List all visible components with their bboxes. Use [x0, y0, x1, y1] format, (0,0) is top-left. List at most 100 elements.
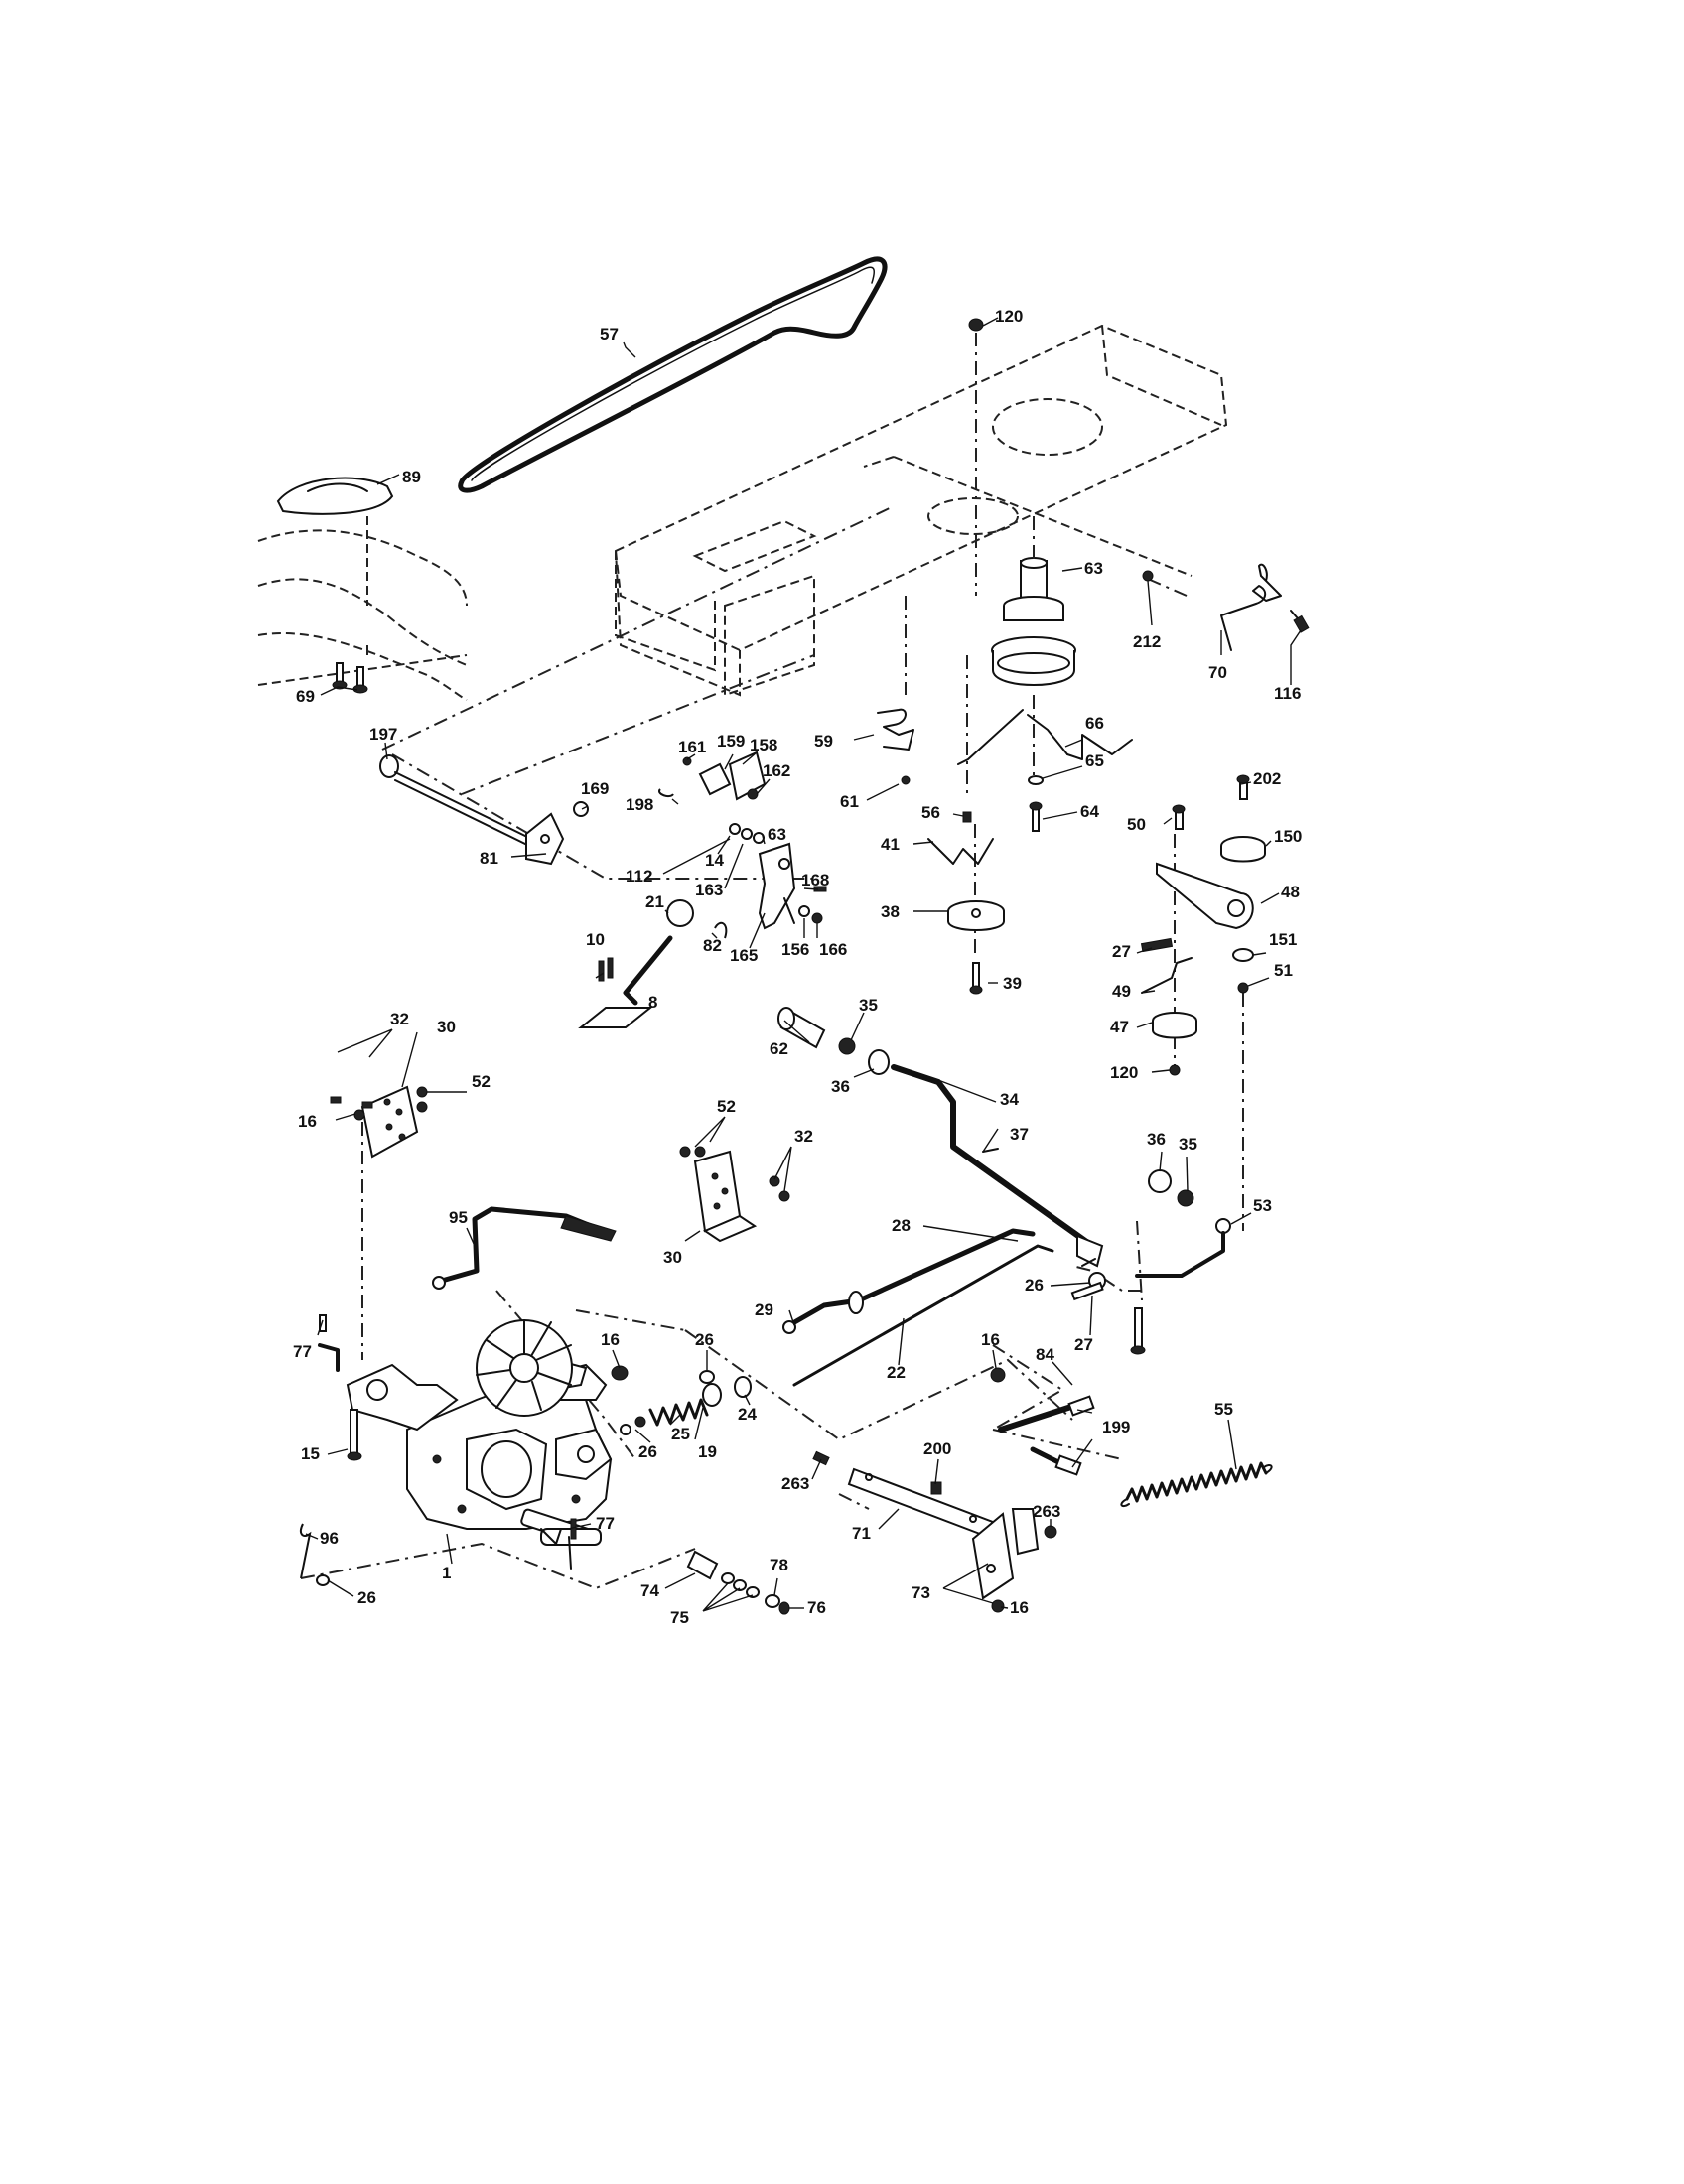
axle-hardware-74-76 [686, 1550, 790, 1615]
label-26a: 26 [1025, 1276, 1044, 1295]
nut-212 [1142, 570, 1154, 582]
label-70: 70 [1208, 663, 1227, 682]
label-73: 73 [912, 1583, 930, 1602]
label-28: 28 [892, 1216, 911, 1235]
label-53: 53 [1253, 1196, 1272, 1215]
label-37: 37 [1010, 1125, 1029, 1144]
label-112: 112 [626, 867, 652, 886]
label-39: 39 [1003, 974, 1022, 993]
rod-95 [432, 1206, 617, 1290]
tractor-frame [614, 324, 1228, 697]
label-61: 61 [840, 792, 859, 811]
keeper-rod-70 [1220, 563, 1310, 651]
label-56: 56 [921, 803, 940, 822]
label-50: 50 [1127, 815, 1146, 834]
spring-55 [1120, 1461, 1273, 1508]
label-151: 151 [1269, 930, 1297, 949]
label-169: 169 [581, 779, 609, 798]
label-30a: 30 [437, 1018, 456, 1036]
label-95: 95 [449, 1208, 468, 1227]
label-8: 8 [648, 993, 657, 1012]
label-263b: 263 [1033, 1502, 1060, 1521]
label-57: 57 [600, 325, 619, 343]
label-64: 64 [1080, 802, 1099, 821]
label-212: 212 [1133, 632, 1161, 651]
label-32b: 32 [794, 1127, 813, 1146]
label-35a: 35 [859, 996, 878, 1015]
label-51: 51 [1274, 961, 1293, 980]
label-36b: 36 [1147, 1130, 1166, 1149]
bracket-30-center [679, 1146, 790, 1243]
label-16c: 16 [981, 1330, 1000, 1349]
label-165: 165 [730, 946, 758, 965]
label-22: 22 [887, 1363, 906, 1382]
transaxle-1 [318, 1343, 613, 1546]
callout-labels: 57 120 89 63 212 70 116 69 197 161 159 1… [293, 307, 1302, 1627]
label-120b: 120 [1110, 1063, 1138, 1082]
label-10: 10 [586, 930, 605, 949]
leader-lines [305, 317, 1302, 1612]
label-52a: 52 [472, 1072, 491, 1091]
label-168: 168 [801, 871, 829, 889]
label-36a: 36 [831, 1077, 850, 1096]
label-69: 69 [296, 687, 315, 706]
pedal-pad-89 [276, 477, 394, 515]
label-71: 71 [852, 1524, 871, 1543]
rods-28-22 [782, 1228, 1106, 1387]
label-158: 158 [750, 736, 777, 754]
label-200: 200 [923, 1439, 951, 1458]
label-78: 78 [770, 1556, 788, 1574]
bracket-30-left [330, 1085, 428, 1159]
nut-120-top [968, 318, 984, 332]
label-16a: 16 [298, 1112, 317, 1131]
label-63b: 63 [768, 825, 786, 844]
label-198: 198 [626, 795, 653, 814]
label-30b: 30 [663, 1248, 682, 1267]
label-161: 161 [678, 738, 706, 756]
label-81: 81 [480, 849, 498, 868]
label-14: 14 [705, 851, 724, 870]
label-162: 162 [763, 761, 790, 780]
label-19: 19 [698, 1442, 717, 1461]
cooling-fan [476, 1319, 573, 1417]
label-49: 49 [1112, 982, 1131, 1001]
label-47: 47 [1110, 1018, 1129, 1036]
label-76: 76 [807, 1598, 826, 1617]
bracket-plate-group [812, 1450, 1057, 1613]
transmission-pulley-63 [991, 557, 1076, 686]
label-26b: 26 [695, 1330, 714, 1349]
label-48: 48 [1281, 883, 1300, 901]
label-74: 74 [640, 1581, 659, 1600]
label-202: 202 [1253, 769, 1281, 788]
label-197: 197 [369, 725, 397, 744]
label-263a: 263 [781, 1474, 809, 1493]
center-lines [300, 333, 1244, 1590]
label-55: 55 [1214, 1400, 1233, 1419]
label-96: 96 [320, 1529, 339, 1548]
spring-spacer-group [611, 1365, 752, 1435]
label-63: 63 [1084, 559, 1103, 578]
rod-53 [1135, 1218, 1231, 1278]
label-32a: 32 [390, 1010, 409, 1028]
clutch-shaft-34 [777, 1007, 1104, 1268]
label-27b: 27 [1074, 1335, 1093, 1354]
label-199: 199 [1102, 1418, 1130, 1436]
drive-belt-57 [458, 256, 888, 493]
clutch-bracket-cluster [573, 751, 827, 930]
label-62: 62 [770, 1039, 788, 1058]
label-27a: 27 [1112, 942, 1131, 961]
label-34: 34 [1000, 1090, 1019, 1109]
label-82: 82 [703, 936, 722, 955]
label-89: 89 [402, 468, 421, 486]
label-41: 41 [881, 835, 900, 854]
label-21: 21 [645, 892, 664, 911]
label-59: 59 [814, 732, 833, 751]
label-84: 84 [1036, 1345, 1054, 1364]
label-15: 15 [301, 1444, 320, 1463]
axle-84 [990, 1367, 1095, 1476]
label-29: 29 [755, 1300, 773, 1319]
label-24: 24 [738, 1405, 757, 1424]
brake-shaft-81 [379, 754, 565, 866]
